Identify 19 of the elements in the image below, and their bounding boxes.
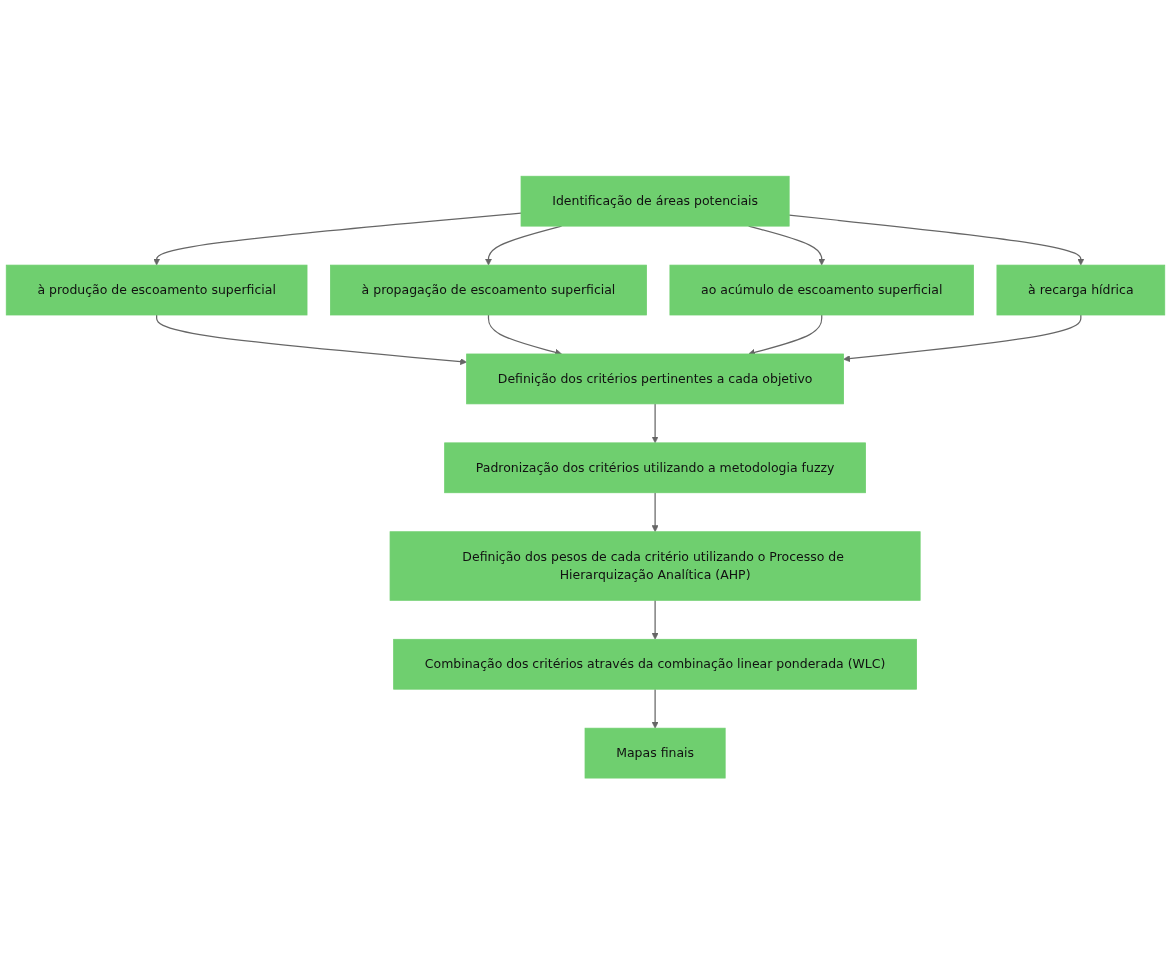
node-box: à propagação de escoamento superficial: [330, 264, 647, 316]
node-box: Padronização dos critérios utilizando a metodologia fuzzy: [444, 442, 866, 493]
arrow: [651, 491, 659, 532]
node-box: Combinação dos critérios através da combinação linear ponderada (WLC): [393, 638, 917, 690]
node-box: Mapas finais: [584, 727, 726, 779]
arrow: [156, 314, 467, 365]
arrow: [748, 225, 826, 266]
arrow: [153, 212, 522, 266]
node-box: Identificação de áreas potenciais: [520, 175, 790, 227]
node-box: ao acúmulo de escoamento superficial: [669, 264, 974, 316]
arrow: [788, 214, 1085, 266]
arrow: [651, 688, 659, 729]
node-box: à produção de escoamento superficial: [5, 264, 308, 316]
node-box: à recarga hídrica: [996, 264, 1166, 316]
arrow: [843, 314, 1082, 362]
node-box: Definição dos critérios pertinentes a cada objetivo: [466, 353, 844, 405]
arrow: [651, 403, 659, 443]
node-box: Definição dos pesos de cada critério utilizando o Processo de Hierarquização Analítica (AHP): [389, 531, 921, 601]
arrow: [651, 599, 659, 640]
